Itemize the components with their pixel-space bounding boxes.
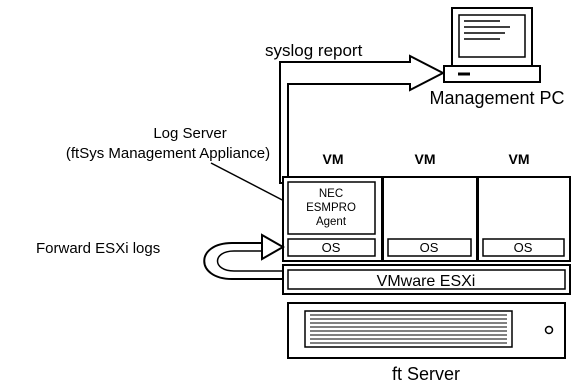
syslog-report-arrow <box>279 54 446 184</box>
vm-header: VM <box>415 151 436 167</box>
log-server-label: Log Server <box>153 125 226 142</box>
agent-label-line: ESMPRO <box>306 202 356 214</box>
esxi-label: VMware ESXi <box>377 273 476 290</box>
os-box <box>287 238 376 257</box>
esxi-layer <box>282 264 571 295</box>
forward-logs-arrow <box>203 233 286 280</box>
os-box <box>482 238 565 257</box>
management-pc-label: Management PC <box>429 88 564 108</box>
os-label: OS <box>514 240 533 255</box>
ft-server-icon <box>287 302 566 359</box>
log-server-leader-line <box>210 162 291 205</box>
vm-header: VM <box>509 151 530 167</box>
vm-header: VM <box>323 151 344 167</box>
vm-box: OS <box>382 176 478 262</box>
ft-server-label: ft Server <box>392 364 460 384</box>
forward-logs-label: Forward ESXi logs <box>36 240 160 257</box>
vm-box: NEC ESMPRO Agent OS <box>282 176 383 262</box>
management-pc-icon <box>443 7 541 83</box>
agent-label-line: NEC <box>319 188 343 200</box>
os-box <box>387 238 472 257</box>
log-server-subtitle: (ftSys Management Appliance) <box>66 145 270 162</box>
agent-label-line: Agent <box>316 216 347 228</box>
syslog-report-label: syslog report <box>265 41 363 60</box>
os-label: OS <box>420 240 439 255</box>
esmpro-agent-box <box>287 181 376 235</box>
os-label: OS <box>322 240 341 255</box>
vm-box: OS <box>477 176 571 262</box>
